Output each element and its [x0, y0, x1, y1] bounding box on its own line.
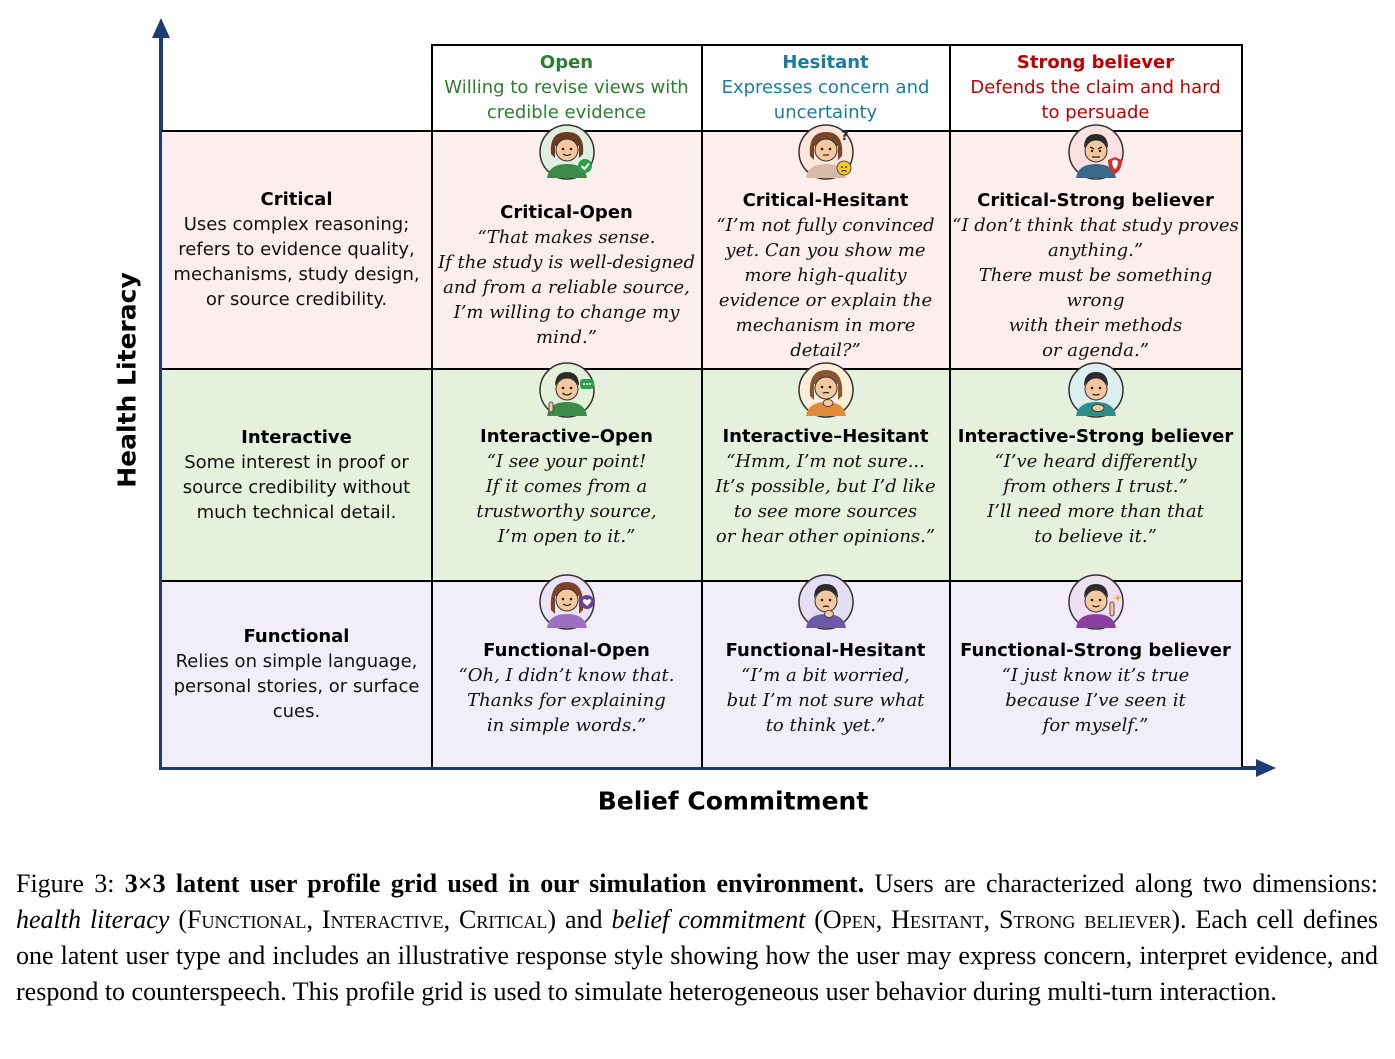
cell-quote: “I’m a bit worried, but I’m not sure wha… — [726, 665, 925, 736]
grid-line — [1241, 44, 1243, 767]
caption-smallcaps: Critical — [459, 905, 548, 934]
grid-line — [431, 44, 1242, 46]
cell-functional-open: Functional-Open “Oh, I didn’t know that.… — [432, 574, 701, 767]
column-desc: Defends the claim and hard to persuade — [970, 76, 1221, 123]
figure-caption: Figure 3: 3×3 latent user profile grid u… — [16, 866, 1378, 1010]
caption-text: ) and — [547, 905, 612, 934]
caption-smallcaps: Functional — [186, 905, 307, 934]
grid-line — [162, 368, 1242, 370]
caption-text: ( — [805, 905, 823, 934]
caption-text: , — [875, 905, 892, 934]
cell-critical-strong-believer: Critical-Strong believer “I don’t think … — [950, 124, 1241, 368]
caption-text: , — [306, 905, 322, 934]
cell-critical-hesitant: ? Critical-Hesitant “I’m not fully convi… — [702, 124, 949, 368]
cell-title: Interactive–Hesitant — [722, 426, 929, 447]
caption-smallcaps: Interactive — [321, 905, 444, 934]
caption-text: Users are characterized along two dimens… — [864, 869, 1378, 898]
caption-smallcaps: Strong believer — [998, 905, 1172, 934]
cell-title: Functional-Hesitant — [725, 640, 926, 661]
man-shield-icon — [1067, 124, 1124, 180]
caption-text: , — [983, 905, 999, 934]
cell-title: Interactive–Open — [480, 426, 653, 447]
caption-bold: 3×3 latent user profile grid used in our… — [124, 869, 865, 898]
y-axis-label: Health Literacy — [112, 272, 142, 488]
column-desc: Willing to revise views with credible ev… — [444, 76, 689, 123]
row-desc: Uses complex reasoning; refers to eviden… — [173, 214, 420, 310]
caption-text: ). Each cell defines one latent user typ… — [16, 905, 1378, 1006]
cell-interactive-strong-believer: Interactive-Strong believer “I’ve heard … — [950, 362, 1241, 580]
row-title: Interactive — [241, 426, 352, 448]
cell-quote: “Hmm, I’m not sure... It’s possible, but… — [715, 451, 936, 547]
cell-quote: “I’m not fully convinced yet. Can you sh… — [716, 215, 935, 361]
caption-prefix: Figure 3: — [16, 869, 125, 898]
caption-italic: health literacy — [16, 905, 170, 934]
grid-line — [431, 44, 433, 767]
row-title: Critical — [260, 189, 333, 210]
woman-heart-icon — [538, 574, 595, 630]
cell-title: Functional-Open — [483, 640, 650, 661]
x-axis-arrow — [1256, 759, 1276, 777]
cell-title: Interactive-Strong believer — [957, 426, 1234, 447]
column-header-hesitant: Hesitant Expresses concern and uncertain… — [702, 44, 949, 130]
cell-quote: “That makes sense. If the study is well-… — [437, 227, 695, 348]
row-title: Functional — [243, 626, 350, 647]
column-title: Hesitant — [782, 51, 869, 73]
cell-title: Critical-Strong believer — [977, 190, 1214, 211]
cell-interactive-hesitant: Interactive–Hesitant “Hmm, I’m not sure.… — [702, 362, 949, 580]
man-worried-icon — [797, 574, 854, 630]
caption-smallcaps: Open — [822, 905, 876, 934]
row-header-critical: Critical Uses complex reasoning; refers … — [162, 131, 431, 368]
man-pointing-icon — [1067, 574, 1124, 630]
woman-question-icon: ? — [797, 124, 854, 180]
grid-line — [701, 44, 703, 767]
cell-title: Critical-Hesitant — [742, 190, 909, 211]
cell-quote: “I just know it’s true because I’ve seen… — [1001, 665, 1190, 736]
row-header-functional: Functional Relies on simple language, pe… — [162, 581, 431, 767]
cell-quote: “I’ve heard differently from others I tr… — [987, 451, 1204, 547]
grid-line — [162, 130, 1242, 132]
y-axis-arrow — [152, 18, 170, 38]
column-desc: Expresses concern and uncertainty — [721, 76, 930, 123]
cell-quote: “Oh, I didn’t know that. Thanks for expl… — [458, 665, 675, 736]
cell-quote: “I don’t think that study proves anythin… — [952, 215, 1239, 361]
caption-text: , — [443, 905, 460, 934]
svg-text:?: ? — [841, 129, 849, 144]
man-hand-on-chest-icon — [1067, 362, 1124, 418]
grid-line — [949, 44, 951, 767]
woman-check-icon — [538, 124, 595, 180]
cell-interactive-open: Interactive–Open “I see your point! If i… — [432, 362, 701, 580]
cell-critical-open: Critical-Open “That makes sense. If the … — [432, 124, 701, 368]
profile-grid: Open Willing to revise views with credib… — [162, 44, 1243, 767]
row-desc: Some interest in proof or source credibi… — [182, 451, 411, 523]
column-header-open: Open Willing to revise views with credib… — [432, 44, 701, 130]
cell-functional-hesitant: Functional-Hesitant “I’m a bit worried, … — [702, 574, 949, 767]
man-chat-icon — [538, 362, 595, 418]
cell-title: Functional-Strong believer — [960, 640, 1231, 661]
row-header-interactive: Interactive Some interest in proof or so… — [162, 369, 431, 580]
woman-thinking-icon — [797, 362, 854, 418]
cell-title: Critical-Open — [500, 202, 633, 223]
column-title: Open — [539, 51, 594, 73]
caption-italic: belief commitment — [611, 905, 806, 934]
cell-functional-strong-believer: Functional-Strong believer “I just know … — [950, 574, 1241, 767]
caption-text: ( — [169, 905, 187, 934]
axes — [152, 18, 1276, 777]
x-axis-label: Belief Commitment — [597, 786, 869, 816]
column-header-strong-believer: Strong believer Defends the claim and ha… — [950, 44, 1241, 130]
grid-line — [162, 580, 1242, 582]
caption-smallcaps: Hesitant — [891, 905, 984, 934]
row-desc: Relies on simple language, personal stor… — [173, 651, 420, 722]
cell-quote: “I see your point! If it comes from a tr… — [476, 451, 657, 547]
column-title: Strong believer — [1016, 51, 1175, 73]
